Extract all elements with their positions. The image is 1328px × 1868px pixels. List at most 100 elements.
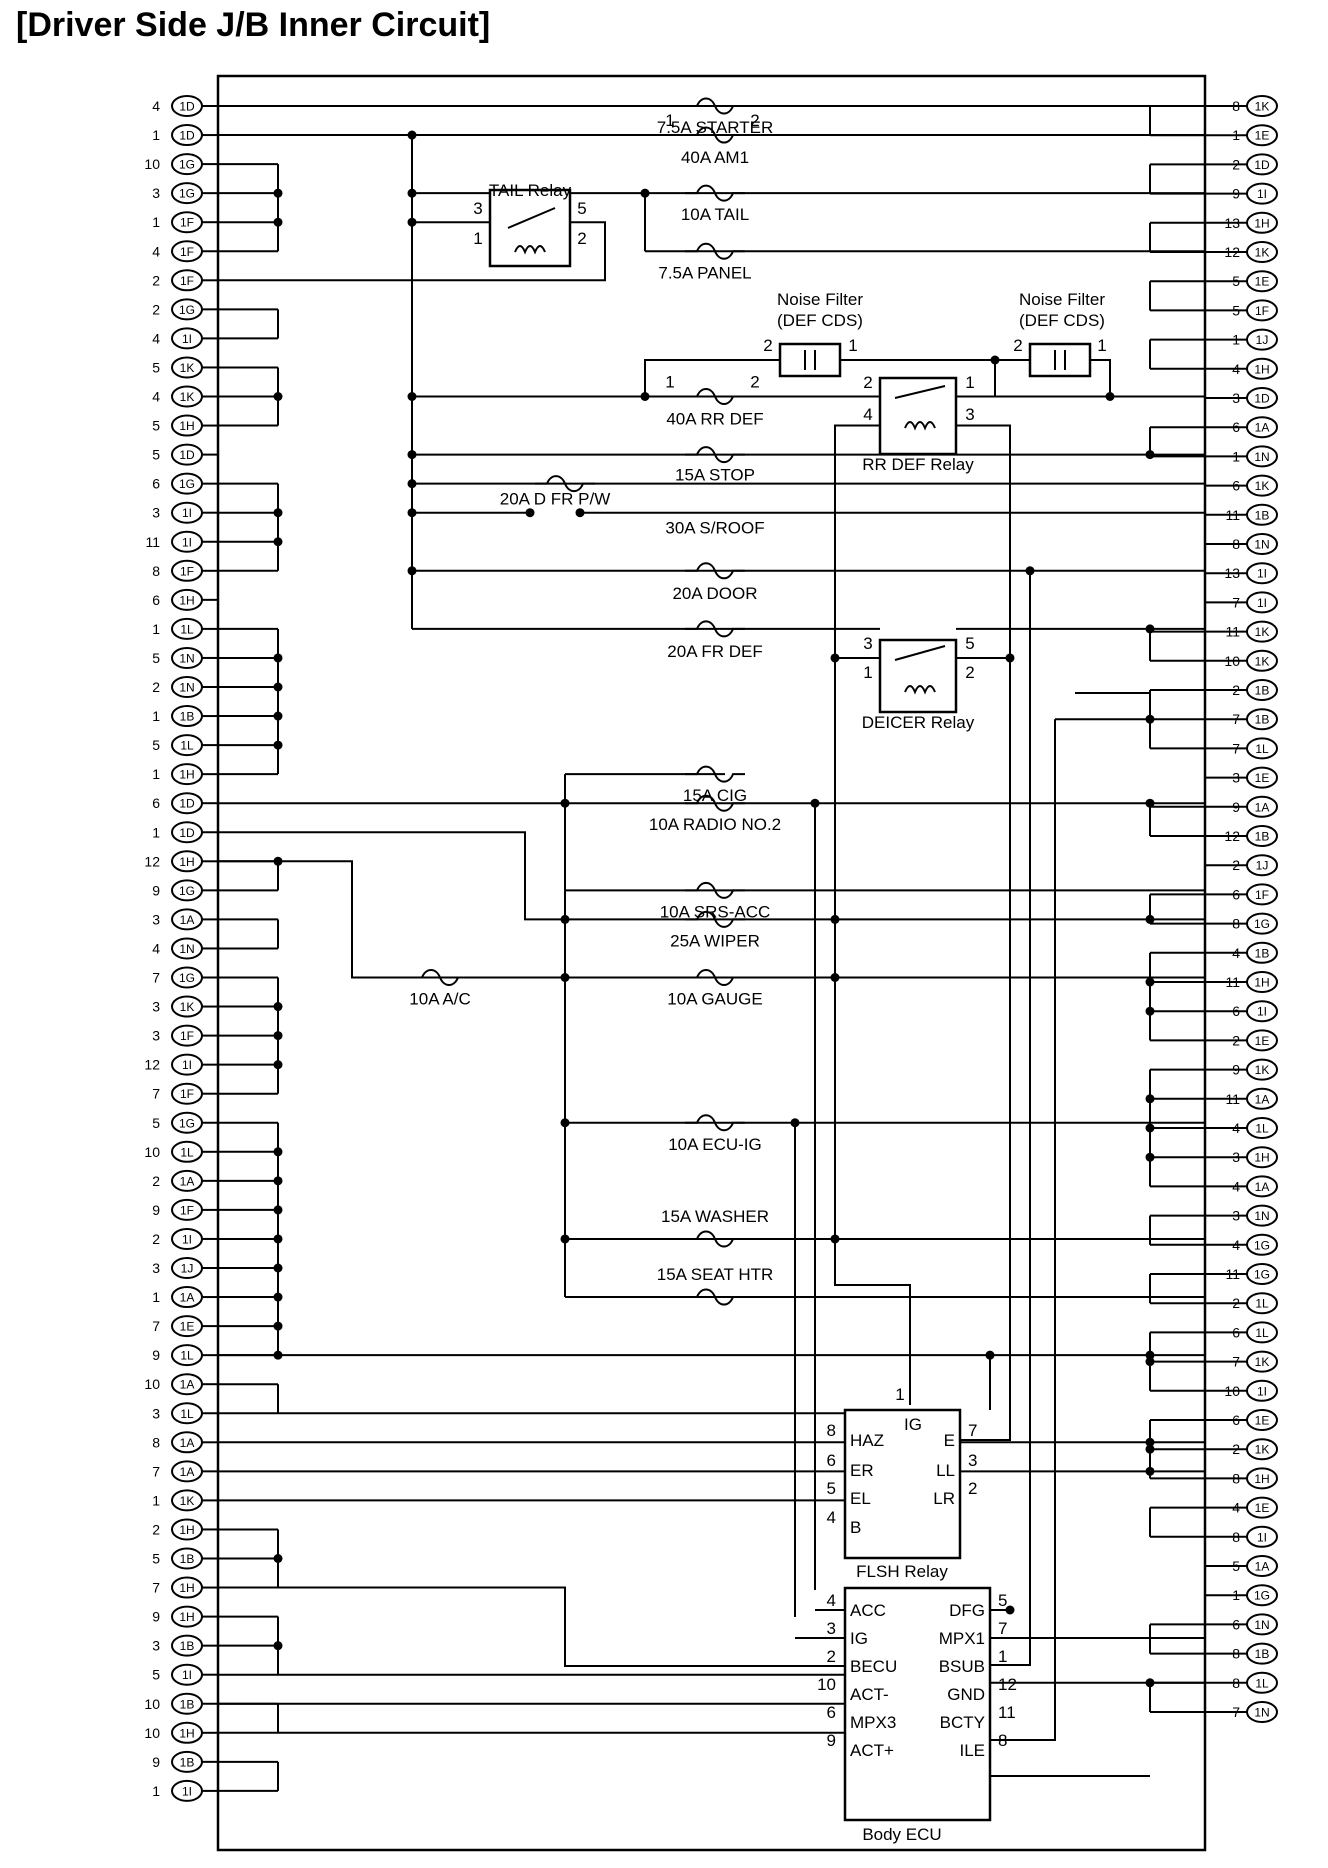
pin-label: LR [933,1489,955,1508]
connector-oval [1246,299,1278,322]
connector-code: 1G [179,477,195,491]
pin-number: 1 [895,1385,904,1404]
pin-number: 3 [152,505,160,521]
junction-dot [1145,1123,1155,1133]
connector-code: 1I [1257,187,1267,201]
fuse-symbol [410,969,470,986]
connector-oval [1246,1117,1278,1139]
junction-dot [560,1234,570,1244]
connector-oval [1246,270,1278,293]
connector-code: 1H [179,1581,194,1595]
pin-number: 5 [152,1667,160,1683]
connector-code: 1K [180,361,195,375]
junction-dot [560,973,570,982]
fuse-symbol [685,1288,745,1306]
junction-dot [640,188,650,198]
connector-oval [171,153,203,176]
connector-code: 1D [1254,158,1270,172]
connector-oval [171,617,203,640]
connector-oval [171,1634,203,1657]
connector-code: 1A [180,1465,195,1479]
pin-number: 10 [144,1144,160,1160]
pin-number: 6 [1232,1003,1240,1019]
wire-tail-relay-coil [218,221,606,282]
pin-number: 2 [1232,1032,1240,1048]
pin-number: 7 [1232,1354,1240,1370]
fuse-symbol [685,620,745,638]
tail-relay-box [488,188,572,268]
junction-block-frame [216,74,1207,1852]
junction-dot [1145,1437,1155,1447]
pin-number: 9 [827,1731,836,1750]
connector-oval [1246,1438,1278,1461]
connector-code: 1L [1255,1676,1269,1690]
connector-oval [171,879,203,902]
junction-dot [407,188,417,198]
pin-number: 3 [827,1619,836,1638]
connector-code: 1I [182,535,192,549]
pin-number: 2 [152,1521,160,1537]
junction-dot [1145,1094,1155,1104]
relay-coil [514,245,546,255]
connector-code: 1A [180,913,195,927]
pin-number: 8 [1232,98,1240,114]
pin-number: 8 [1232,1470,1240,1486]
connector-code: 1N [1254,450,1269,464]
connector-oval [1246,1584,1278,1607]
connector-code: 1A [1255,421,1270,435]
pin-number: 5 [152,359,160,375]
pin-number: 11 [1225,624,1240,640]
connector-code: 1F [1255,888,1269,902]
connector-code: 1B [1255,830,1270,844]
connector-code: 1F [1255,304,1269,318]
pin-number: 6 [827,1703,836,1722]
connector-code: 1K [1255,1355,1270,1369]
pin-number: 7 [152,1086,160,1102]
pin-number: 9 [152,1347,160,1363]
relay-label: TAIL Relay [489,181,572,200]
pin-number: 12 [1224,244,1240,260]
connector-oval [171,966,203,989]
pin-number: 12 [998,1675,1017,1694]
junction-dot [1145,798,1155,808]
pin-number: 4 [1232,1237,1240,1253]
fuse-label: 15A SEAT HTR [657,1265,774,1284]
fuse-symbol [685,910,745,928]
connector-code: 1H [1254,1151,1269,1165]
pin-number: 3 [152,1405,160,1421]
pin-number: 1 [1232,448,1240,464]
fuse-label: 20A DOOR [672,584,757,603]
connector-code: 1G [179,884,195,898]
junction-dot [273,1176,283,1186]
pin-number: 2 [152,1231,160,1247]
connector-code: 1E [1255,1501,1270,1515]
connector-oval [1246,1146,1278,1169]
connector-code: 1D [179,100,195,114]
pin-number: 10 [1224,1383,1240,1399]
connector-code: 1J [1256,859,1269,873]
connector-oval [1246,95,1278,117]
junction-dot [1145,1357,1155,1367]
junction-dot [273,1060,283,1070]
pin-number: 1 [665,373,674,392]
connector-code: 1G [1254,1238,1270,1252]
pin-number: 4 [1232,361,1240,377]
wire-ac-gauge [218,860,1205,979]
pin-number: 8 [827,1421,836,1440]
connector-oval [1246,1233,1278,1256]
fuse-symbol [685,765,745,783]
junction-dot [407,130,417,140]
pin-number: 1 [152,708,160,724]
pin-label: BECU [850,1657,897,1676]
connector-oval [171,1373,203,1396]
connector-code: 1G [179,1116,195,1130]
connector-oval [1246,387,1278,409]
fuse-label: 30A S/ROOF [665,519,764,538]
junction-dot [273,856,283,866]
relay-label: RR DEF Relay [862,455,974,474]
pin-number: 4 [152,330,160,346]
connector-code: 1K [1255,479,1270,493]
connector-oval [171,1286,203,1309]
pin-number: 11 [1225,507,1240,523]
noise-filter-box [778,342,842,378]
